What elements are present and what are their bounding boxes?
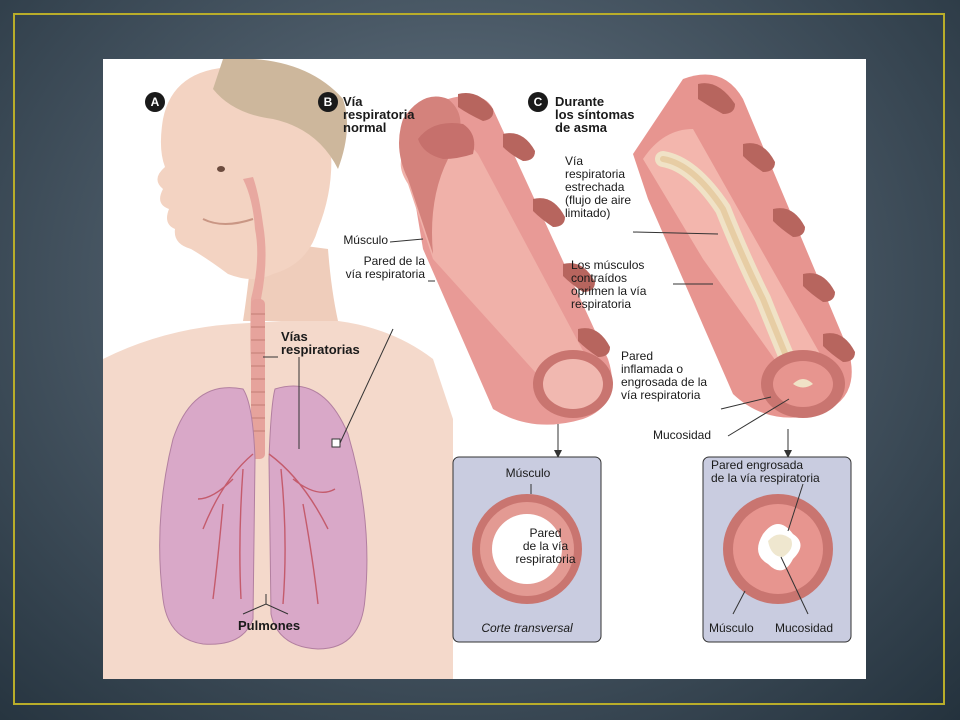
- mucus-label: Mucosidad: [653, 428, 712, 442]
- lungs: [159, 328, 394, 650]
- panel-a-pointers: [242, 356, 300, 615]
- contracted-muscles-label: Los músculos contraídos oprimen la vía r…: [571, 258, 647, 311]
- panel-c-badge: C: [528, 92, 548, 112]
- inset-c-thickened-label: Pared engrosada de la vía respiratoria: [711, 458, 820, 485]
- panel-a-badge: A: [145, 92, 165, 112]
- panel-b-pointers: [389, 238, 435, 282]
- panel-c-pointers: [632, 231, 790, 437]
- inset-b-caption: Corte transversal: [481, 621, 573, 635]
- asthma-airway-tube: [633, 74, 855, 458]
- inflamed-wall-label: Pared inflamada o engrosada de la vía re…: [621, 349, 708, 402]
- airways-label: Vías respiratorias: [281, 329, 360, 357]
- asthma-airway-illustration: A Vías respiratorias Pulmones B Vía resp…: [103, 59, 866, 679]
- panel-b-wall-label: Pared de la vía respiratoria: [345, 254, 425, 281]
- asthma-cross-section-inset: [702, 456, 852, 643]
- lungs-label: Pulmones: [238, 618, 301, 633]
- normal-cross-section-inset: [452, 456, 602, 643]
- inset-b-muscle-label: Músculo: [505, 466, 551, 480]
- panel-c-title: Durante los síntomas de asma: [555, 94, 635, 135]
- inset-b-wall-label: Pared de la vía respiratoria: [515, 526, 576, 566]
- panel-b-muscle-label: Músculo: [343, 233, 388, 247]
- slide-frame: [13, 13, 945, 705]
- normal-airway-tube: [399, 93, 613, 458]
- illustration-graphics: [103, 59, 855, 679]
- trachea: [243, 177, 266, 459]
- narrowed-airway-label: Vía respiratoria estrechada (flujo de ai…: [565, 154, 632, 220]
- inset-c-muscle-label: Músculo: [709, 621, 754, 635]
- panel-b-title: Vía respiratoria normal: [343, 94, 415, 135]
- panel-b-badge: B: [318, 92, 338, 112]
- inset-c-mucus-label: Mucosidad: [775, 621, 834, 635]
